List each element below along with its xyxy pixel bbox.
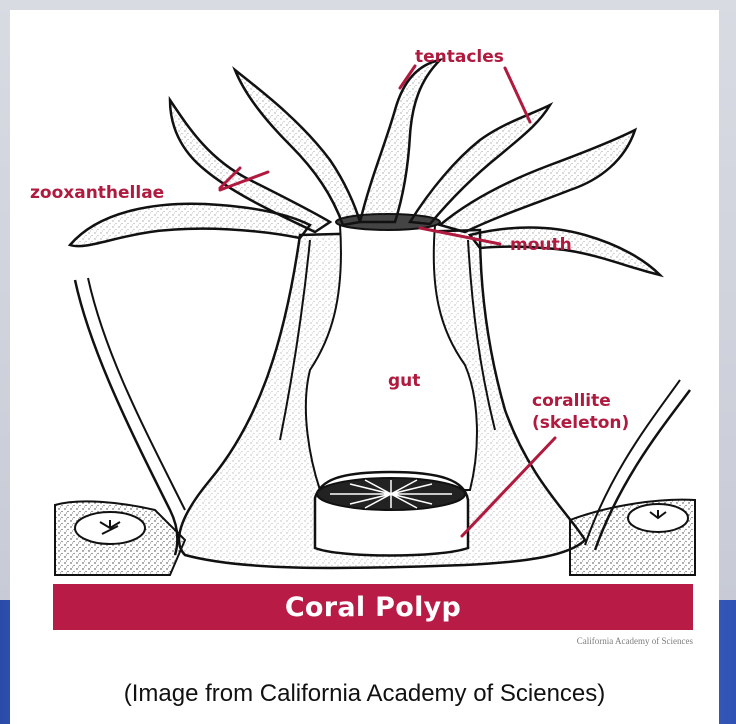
diagram-title: Coral Polyp bbox=[285, 592, 461, 623]
image-card: tentacles zooxanthellae mouth gut corall… bbox=[10, 10, 719, 724]
zooxanthellae-label: zooxanthellae bbox=[30, 183, 164, 203]
corallite-label: corallite bbox=[532, 391, 611, 411]
polyp-body bbox=[179, 214, 585, 568]
skeleton-label: (skeleton) bbox=[532, 413, 629, 433]
tentacles-label: tentacles bbox=[415, 47, 504, 67]
gut-label: gut bbox=[388, 371, 420, 391]
mouth-label: mouth bbox=[510, 235, 572, 255]
image-caption: (Image from California Academy of Scienc… bbox=[10, 680, 719, 708]
image-credit: California Academy of Sciences bbox=[577, 636, 693, 646]
diagram-title-bar: Coral Polyp bbox=[53, 584, 693, 630]
